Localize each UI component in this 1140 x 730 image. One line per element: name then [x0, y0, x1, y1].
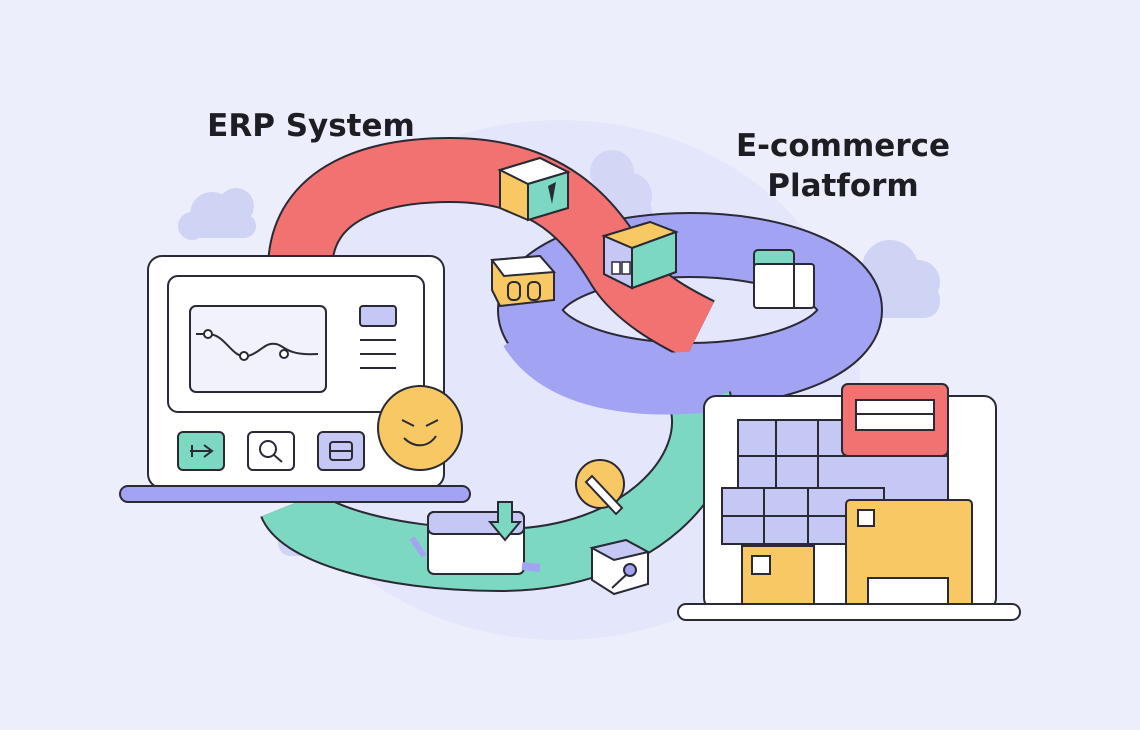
erp-chart-point [203, 329, 213, 339]
arrow-icon[interactable] [177, 431, 225, 471]
window-icon[interactable] [317, 431, 365, 471]
ecommerce-platform-label: E-commerce Platform [714, 126, 972, 206]
banner-card [841, 383, 949, 457]
ecommerce-laptop [677, 383, 1021, 621]
cube-icon [601, 220, 679, 290]
erp-chart-panel [189, 305, 327, 393]
pencil-icon [575, 459, 625, 516]
ecommerce-label-line1: E-commerce [735, 128, 951, 164]
magnifier-icon [589, 538, 651, 596]
erp-chart-point [239, 351, 249, 361]
purple-loop-front [503, 312, 724, 415]
download-icon [409, 501, 541, 575]
cloud-left [178, 188, 256, 240]
document-icon [490, 254, 557, 308]
erp-chart-point [279, 349, 289, 359]
package-small [741, 545, 815, 609]
box-icon [497, 156, 571, 222]
face-icon [377, 385, 463, 471]
erp-side-block [359, 305, 397, 327]
erp-laptop-base [119, 485, 471, 503]
erp-system-label: ERP System [207, 108, 415, 144]
package-large [845, 499, 973, 609]
erp-chart-line [196, 333, 319, 358]
ecommerce-label-line2: Platform [767, 168, 919, 204]
erp-laptop [119, 255, 471, 503]
search-icon[interactable] [247, 431, 295, 471]
ecommerce-laptop-base [677, 603, 1021, 621]
folder-icon [753, 249, 815, 309]
